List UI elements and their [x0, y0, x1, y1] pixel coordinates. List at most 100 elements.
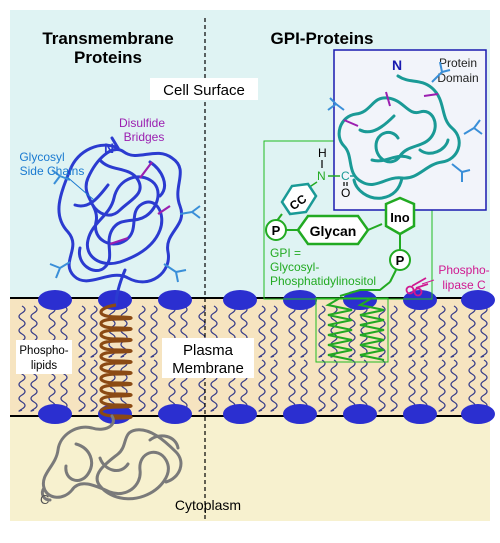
disulfide-label-2: Bridges [124, 130, 165, 144]
lipid-tail [408, 305, 416, 358]
phospholipids-label-1: Phospho- [19, 345, 68, 357]
glycan-label: Glycan [310, 223, 357, 239]
lipid-head [283, 290, 317, 310]
gpi-disulfide-bridges [343, 91, 439, 127]
lipid-head [403, 404, 437, 424]
lipid-head [461, 290, 495, 310]
lipid-tail [450, 359, 458, 412]
phospholipid-heads [38, 290, 495, 424]
lipid-head [343, 404, 377, 424]
lipid-tail [390, 359, 398, 412]
gpi-lipid-chain [325, 297, 353, 361]
lipid-head [223, 404, 257, 424]
title-transmembrane-1: Transmembrane [42, 29, 173, 48]
gpi-n-terminus: N [392, 57, 402, 73]
gpi-definition-1: GPI = [270, 246, 301, 260]
atom-n: N [317, 169, 326, 183]
lipid-tail [270, 359, 278, 412]
title-gpi-proteins: GPI-Proteins [271, 29, 374, 48]
lipid-tail [78, 359, 86, 412]
glycosyl-pointer [65, 175, 95, 201]
phosphate-2 [389, 249, 411, 271]
lipid-tail [138, 305, 146, 358]
lipid-tail [318, 305, 326, 358]
atom-c: C [341, 169, 350, 183]
cytoplasm-label: Cytoplasm [175, 497, 241, 513]
ino-label: Ino [390, 210, 410, 225]
disulfide-bridges [109, 161, 171, 246]
gpi-definition-2: Glycosyl- [270, 260, 319, 274]
glycosyl-label-1: Glycosyl [19, 150, 64, 164]
cell-surface-label-bg [150, 78, 258, 100]
lipid-tail [78, 305, 86, 358]
lipid-head [461, 404, 495, 424]
scissors-icon [405, 277, 429, 297]
inositol-hexagon [384, 196, 416, 236]
lipid-tail [438, 359, 446, 412]
transmembrane-protein [57, 136, 184, 307]
lipid-head [223, 290, 257, 310]
lipid-head [403, 290, 437, 310]
lipid-tail [90, 305, 98, 358]
phospholipase-label-1: Phospho- [438, 263, 489, 277]
lipid-tail [390, 305, 398, 358]
plasma-membrane-label-1: Plasma [183, 342, 234, 359]
lipid-tail [270, 305, 278, 358]
lipid-tail [330, 359, 338, 412]
p2-label: P [396, 253, 405, 268]
cytoplasm-region [10, 416, 490, 521]
gpi-definition-3: Phosphatidylinositol [270, 274, 376, 288]
phospholipids-label-2: lipids [31, 360, 57, 372]
lipid-tail [348, 305, 356, 358]
lipid-tail [318, 359, 326, 412]
tm-c-terminus: C [40, 492, 49, 507]
gpi-glycosyl-chains [327, 61, 483, 182]
protein-domain-label-1: Protein [439, 56, 477, 70]
tm-n-terminus: N [104, 140, 114, 156]
lipid-tail [138, 359, 146, 412]
phospholipase-label-2: lipase C [442, 278, 486, 292]
glycosyl-label-2: Side Chains [20, 164, 85, 178]
plasma-membrane-label-bg [162, 338, 254, 378]
lipid-head [158, 404, 192, 424]
lipid-tail [150, 305, 158, 358]
cell-surface-label: Cell Surface [163, 82, 245, 99]
lipid-tail [258, 305, 266, 358]
title-transmembrane-2: Proteins [74, 48, 142, 67]
atom-h: H [318, 146, 327, 160]
lipid-tail [438, 305, 446, 358]
gpi-lipid-chain [357, 297, 385, 361]
lipid-head [158, 290, 192, 310]
lipid-tail [468, 305, 476, 358]
lipid-tail [420, 305, 428, 358]
tm-helix-coil [99, 303, 133, 420]
lipid-head [38, 290, 72, 310]
lipid-head [343, 290, 377, 310]
lipid-tail [288, 305, 296, 358]
atom-o: O [341, 186, 350, 200]
glycosyl-side-chains [49, 169, 201, 283]
gpi-lipid-tails [325, 297, 385, 361]
lipid-tail [378, 359, 386, 412]
lipid-tail [90, 359, 98, 412]
lipid-tail [450, 305, 458, 358]
gpi-membrane-box [315, 297, 389, 363]
lipid-tail [480, 305, 488, 358]
p1-label: P [272, 223, 281, 238]
lipid-tail [300, 305, 308, 358]
plasma-membrane-label-2: Membrane [172, 360, 244, 377]
protein-domain-label-2: Domain [437, 71, 478, 85]
ethanolamine-hexagon [280, 182, 318, 216]
transmembrane-helix [99, 303, 133, 420]
lipid-tail [150, 359, 158, 412]
lipid-tail [378, 305, 386, 358]
cytoplasmic-tail [40, 414, 183, 502]
lipid-head [38, 404, 72, 424]
gpi-protein [337, 74, 461, 200]
lipid-head [283, 404, 317, 424]
phospholipids-label-bg [16, 340, 72, 374]
lipid-tail [258, 359, 266, 412]
disulfide-label-1: Disulfide [119, 116, 165, 130]
